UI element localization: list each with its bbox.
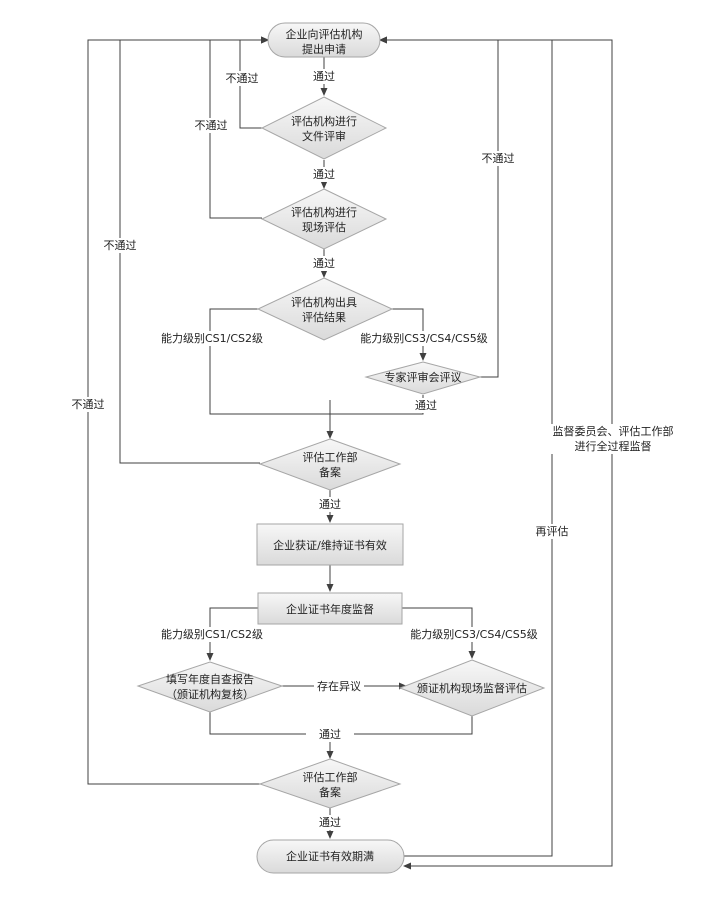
node-record-2[interactable]: 评估工作部 备案 [258,758,402,809]
node-doc-review[interactable]: 评估机构进行 文件评审 [260,96,388,160]
node-record2-line-2: 备案 [319,785,341,799]
edge-annual-low [206,607,258,661]
node-result[interactable]: 评估机构出具 评估结果 [256,277,394,341]
node-apply-line-2: 提出申请 [302,42,346,56]
label-reassess: 再评估 [536,525,569,538]
label-pass-1: 通过 [313,70,335,83]
label-level-low-2: 能力级别CS1/CS2级 [161,627,263,641]
label-fail-doc: 不通过 [226,72,259,85]
edge-expert-fail [379,36,499,378]
node-record1-line-2: 备案 [319,465,341,479]
node-record2-line-1: 评估工作部 [303,770,358,784]
node-certificate[interactable]: 企业获证/维持证书有效 [256,523,404,566]
node-site-review[interactable]: 评估机构进行 现场评估 [260,188,388,250]
nodes: 企业向评估机构 提出申请 评估机构进行 文件评审 评估机构进行 现场评估 评估机… [136,22,546,874]
label-level-low: 能力级别CS1/CS2级 [161,331,263,345]
node-self-check[interactable]: 填写年度自查报告 （颁证机构复核） [136,661,284,713]
node-expert-line-1: 专家评审会评议 [385,370,462,384]
node-doc-line-1: 评估机构进行 [291,114,357,128]
node-expire[interactable]: 企业证书有效期满 [256,839,405,874]
label-pass-6: 通过 [319,816,341,829]
node-record-1[interactable]: 评估工作部 备案 [258,438,402,491]
label-pass-3: 通过 [313,257,335,270]
edge-self-join [209,712,330,735]
edge-result-low [209,308,330,415]
label-pass-5: 通过 [319,728,341,741]
node-onsite[interactable]: 颁证机构现场监督评估 [398,659,546,717]
node-self-line-2: （颁证机构复核） [166,687,254,701]
node-apply[interactable]: 企业向评估机构 提出申请 [267,22,381,58]
node-result-line-2: 评估结果 [302,311,346,324]
node-record1-line-1: 评估工作部 [303,450,358,464]
node-site-line-2: 现场评估 [302,220,346,234]
node-self-line-1: 填写年度自查报告 [166,672,254,686]
node-onsite-line-1: 颁证机构现场监督评估 [417,681,527,695]
label-dispute: 存在异议 [317,679,361,693]
label-level-high-2: 能力级别CS3/CS4/CS5级 [410,627,537,641]
edge-onsite-join [330,716,473,735]
label-fail-site: 不通过 [195,119,228,132]
node-annual-line-1: 企业证书年度监督 [286,602,374,616]
label-fail-record2: 不通过 [72,398,105,411]
edge-labels: 通过 不通过 通过 不通过 通过 能力级别CS1/CS2级 能力级别CS3/CS… [67,69,678,830]
label-level-high: 能力级别CS3/CS4/CS5级 [360,331,487,345]
label-supervise-1: 监督委员会、评估工作部 [553,424,674,438]
node-doc-line-2: 文件评审 [302,129,346,143]
label-pass-2: 通过 [313,168,335,181]
node-expert[interactable]: 专家评审会评议 [364,361,482,395]
node-result-line-1: 评估机构出具 [291,295,357,309]
edge-record1-fail [119,36,269,464]
node-annual[interactable]: 企业证书年度监督 [257,592,403,625]
node-expire-line-1: 企业证书有效期满 [286,849,374,863]
node-cert-line-1: 企业获证/维持证书有效 [273,538,387,552]
node-apply-line-1: 企业向评估机构 [286,27,363,41]
label-fail-expert: 不通过 [482,152,515,165]
label-fail-record1: 不通过 [104,239,137,252]
label-pass-expert: 通过 [415,399,437,412]
label-pass-4: 通过 [319,498,341,511]
label-supervise-2: 进行全过程监督 [575,439,652,453]
node-site-line-1: 评估机构进行 [291,205,357,219]
